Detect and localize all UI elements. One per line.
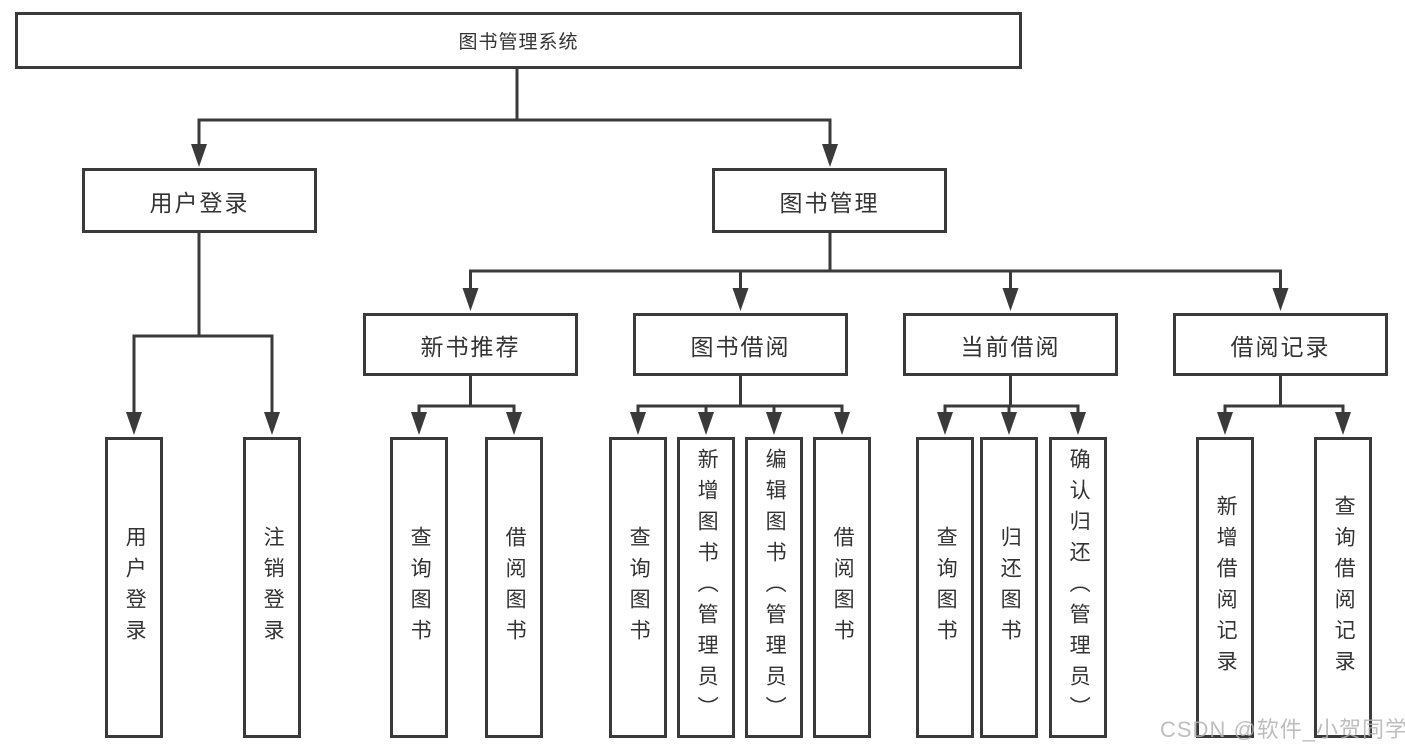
connector-book-management-children (462, 233, 1289, 311)
leaf-label: 编辑图书（管理员） (763, 448, 787, 727)
node-borrowing-records: 借阅记录 (1173, 313, 1388, 376)
connector-root-to-level2 (191, 69, 838, 167)
leaf-query-books-current: 查询图书 (916, 437, 974, 738)
node-current-borrowing: 当前借阅 (903, 313, 1118, 376)
leaf-edit-books-admin: 编辑图书（管理员） (745, 437, 803, 738)
node-library-system: 图书管理系统 (15, 12, 1022, 69)
leaf-label: 查询图书 (408, 525, 432, 650)
watermark: CSDN @软件_小贺同学 (1160, 717, 1405, 742)
leaf-add-books-admin: 新增图书（管理员） (677, 437, 735, 738)
leaf-logout-login: 注销登录 (243, 437, 301, 738)
leaf-confirm-return-admin: 确认归还（管理员） (1049, 437, 1107, 738)
leaf-label: 借阅图书 (831, 525, 855, 650)
leaf-borrow-books-borrowing: 借阅图书 (813, 437, 871, 738)
node-book-borrowing: 图书借阅 (633, 313, 848, 376)
connector-new-book-recommendation-children (411, 376, 522, 435)
connector-borrowing-records-children (1217, 376, 1351, 435)
leaf-label: 借阅图书 (503, 525, 527, 650)
leaf-query-books-recommend: 查询图书 (390, 437, 448, 738)
leaf-query-borrow-record: 查询借阅记录 (1314, 437, 1372, 738)
leaf-add-borrow-record: 新增借阅记录 (1196, 437, 1254, 738)
leaf-label: 确认归还（管理员） (1067, 448, 1091, 727)
leaf-label: 查询图书 (934, 525, 958, 650)
connector-book-borrowing-children (630, 376, 850, 435)
leaf-label: 新增借阅记录 (1214, 494, 1238, 681)
node-book-management: 图书管理 (712, 168, 947, 233)
leaf-return-books: 归还图书 (980, 437, 1038, 738)
leaf-label: 归还图书 (998, 525, 1022, 650)
node-new-book-recommendation: 新书推荐 (363, 313, 578, 376)
leaf-label: 用户登录 (123, 525, 147, 650)
node-user-login: 用户登录 (82, 168, 317, 233)
leaf-user-login: 用户登录 (105, 437, 163, 738)
leaf-label: 新增图书（管理员） (695, 448, 719, 727)
connector-user-login-children (126, 233, 280, 435)
leaf-borrow-books-recommend: 借阅图书 (485, 437, 543, 738)
connector-current-borrowing-children (937, 376, 1086, 435)
leaf-label: 查询图书 (627, 525, 651, 650)
leaf-label: 注销登录 (261, 525, 285, 650)
leaf-label: 查询借阅记录 (1332, 494, 1356, 681)
leaf-query-books-borrowing: 查询图书 (609, 437, 667, 738)
